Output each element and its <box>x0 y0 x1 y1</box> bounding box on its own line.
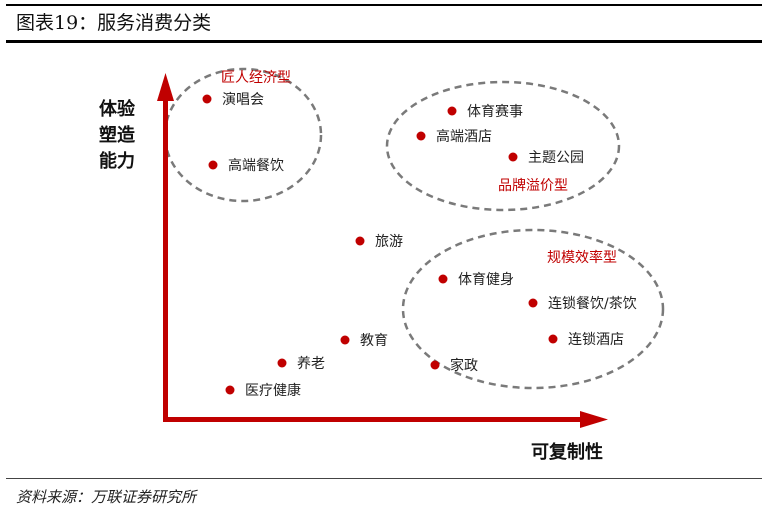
y-axis-arrow <box>157 73 174 101</box>
group-ellipse-artisan <box>163 67 323 203</box>
header-bottom-rule <box>6 40 762 43</box>
x-axis-arrow <box>580 411 608 428</box>
item-label-elderly-care: 养老 <box>297 356 325 372</box>
item-dot-concert <box>202 94 212 104</box>
item-dot-chain-catering <box>528 298 538 308</box>
item-label-education: 教育 <box>360 333 388 349</box>
group-label-scale: 规模效率型 <box>547 249 617 266</box>
item-dot-theme-park <box>508 152 518 162</box>
source-note: 资料来源：万联证券研究所 <box>16 488 197 506</box>
footer-rule <box>6 478 762 479</box>
item-label-healthcare: 医疗健康 <box>245 382 301 399</box>
group-label-brand: 品牌溢价型 <box>498 177 568 194</box>
item-dot-chain-hotel <box>548 334 558 344</box>
item-label-fitness: 体育健身 <box>458 272 514 288</box>
header-top-rule <box>6 4 762 6</box>
y-axis-label-line-2: 塑造 <box>99 124 135 146</box>
group-ellipse-scale <box>401 228 665 390</box>
item-label-sports-events: 体育赛事 <box>467 104 523 120</box>
x-axis-label: 可复制性 <box>531 441 603 463</box>
group-ellipse-brand <box>385 80 621 212</box>
y-axis-label-line-1: 体验 <box>99 98 136 120</box>
item-dot-healthcare <box>225 385 235 395</box>
item-dot-sports-events <box>447 106 457 116</box>
item-dot-elderly-care <box>277 358 287 368</box>
y-axis-label-line-3: 能力 <box>99 150 135 172</box>
item-label-housekeeping: 家政 <box>450 357 478 374</box>
item-label-concert: 演唱会 <box>222 92 264 108</box>
item-dot-tourism <box>355 236 365 246</box>
item-dot-fitness <box>438 274 448 284</box>
item-dot-luxury-hotel <box>416 131 426 141</box>
item-label-fine-dining: 高端餐饮 <box>228 157 284 174</box>
item-label-chain-hotel: 连锁酒店 <box>568 332 624 348</box>
item-label-theme-park: 主题公园 <box>528 150 584 166</box>
item-label-tourism: 旅游 <box>375 234 403 250</box>
y-axis-line <box>163 100 168 422</box>
figure-title: 图表19：服务消费分类 <box>16 12 212 34</box>
item-dot-housekeeping <box>430 360 440 370</box>
item-label-luxury-hotel: 高端酒店 <box>436 128 492 145</box>
group-label-artisan: 匠人经济型 <box>221 70 291 86</box>
x-axis-line <box>163 417 583 422</box>
item-label-chain-catering: 连锁餐饮/茶饮 <box>548 296 637 312</box>
item-dot-education <box>340 335 350 345</box>
item-dot-fine-dining <box>208 160 218 170</box>
